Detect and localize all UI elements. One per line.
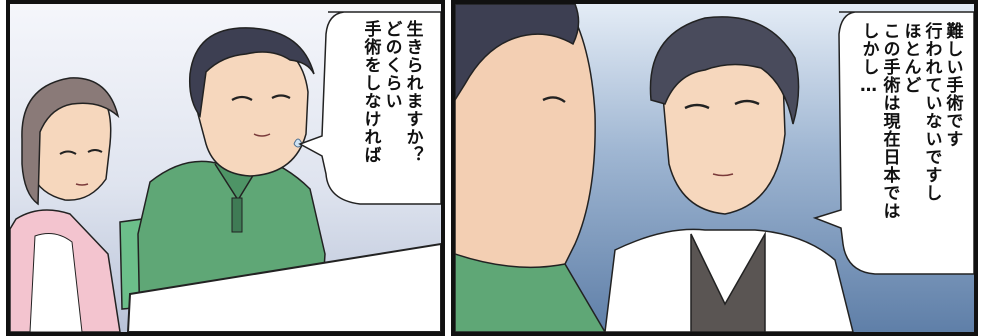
patient-shirt <box>455 253 606 332</box>
comic-panel-2: しかし… この手術は現在日本では ほとんど 行われていないですし 難しい手術です <box>451 0 978 336</box>
speech-line: 行われていないですし <box>921 22 942 202</box>
doctor-coat <box>604 228 854 332</box>
man-hair <box>188 27 315 118</box>
panel-1-artwork <box>10 4 441 332</box>
man-eye-left <box>231 95 253 101</box>
patient-hair <box>455 4 580 102</box>
patient-figure <box>455 4 606 332</box>
speech-line: 難しい手術です <box>942 22 963 148</box>
speech-bubble-1-text: 手術をしなければ どのくらい 生きられますか？ <box>346 20 436 198</box>
woman-blouse <box>29 233 83 332</box>
doctor-shirt <box>690 231 766 332</box>
speech-bubble-2-text: しかし… この手術は現在日本では ほとんど 行われていないですし 難しい手術です <box>851 22 969 270</box>
speech-line: 手術をしなければ <box>360 20 381 164</box>
speech-line: この手術は現在日本では <box>879 22 900 220</box>
woman-hair <box>21 77 120 206</box>
patient-eye <box>542 96 566 103</box>
speech-line: ほとんど <box>900 22 921 94</box>
doctor-eye-right <box>734 99 760 106</box>
doctor-hair <box>649 16 800 125</box>
woman-eye-left <box>59 150 77 155</box>
doctor-mouth <box>712 173 734 177</box>
man-mouth <box>253 133 271 137</box>
table <box>126 242 441 332</box>
speech-line: 生きられますか？ <box>402 20 423 164</box>
comic-panel-1: 手術をしなければ どのくらい 生きられますか？ <box>6 0 445 336</box>
man-placket <box>231 197 243 233</box>
panel-2-artwork <box>455 4 974 332</box>
doctor-eye-left <box>684 103 710 110</box>
speech-line: どのくらい <box>381 20 402 110</box>
doctor-figure <box>604 16 854 332</box>
man-eye-right <box>271 94 291 99</box>
woman-figure <box>10 77 121 332</box>
speech-line: しかし… <box>858 22 879 97</box>
woman-eye-right <box>87 149 103 153</box>
patient-face <box>455 4 596 295</box>
woman-mouth <box>75 183 89 186</box>
speech-bubble-2-shape <box>812 11 974 275</box>
speech-bubble-1-shape <box>298 11 441 205</box>
